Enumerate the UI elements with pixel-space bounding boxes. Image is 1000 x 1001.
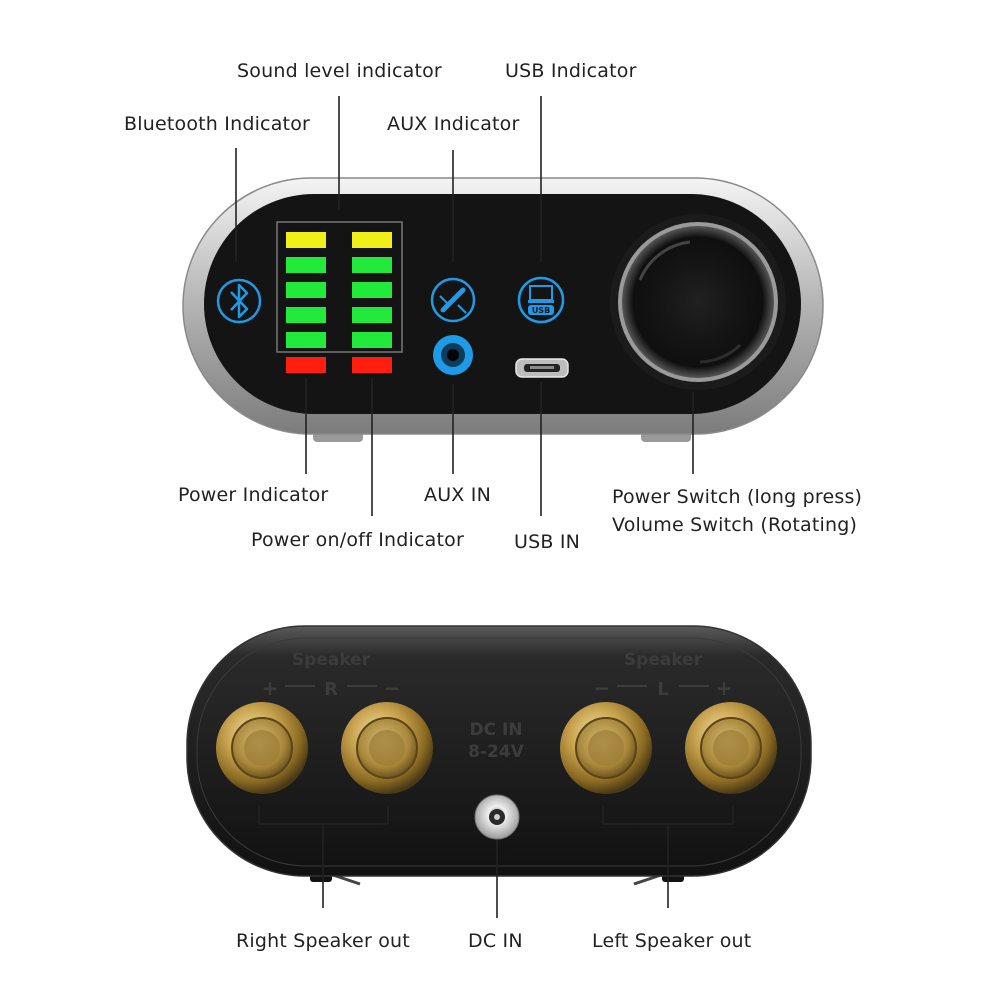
dc-marking-1: DC IN xyxy=(469,720,522,740)
power-indicator-led xyxy=(286,357,326,373)
label-sound-level-indicator: Sound level indicator xyxy=(237,60,442,82)
label-power-onoff-indicator: Power on/off Indicator xyxy=(251,529,464,551)
plus-mark-l: + xyxy=(716,676,733,700)
volume-knob[interactable] xyxy=(610,214,786,390)
left-speaker-minus-terminal[interactable] xyxy=(560,702,652,794)
sound-level-meter-frame xyxy=(276,221,403,353)
aux-indicator-icon xyxy=(430,277,476,323)
right-speaker-plus-terminal[interactable] xyxy=(216,702,308,794)
label-aux-indicator: AUX Indicator xyxy=(387,113,520,135)
usb-indicator-icon: USB xyxy=(517,276,565,324)
channel-l-mark: L xyxy=(657,679,668,700)
right-speaker-minus-terminal[interactable] xyxy=(341,702,433,794)
channel-r-mark: R xyxy=(324,679,338,700)
label-left-speaker-out: Left Speaker out xyxy=(592,930,752,952)
label-power-switch: Power Switch (long press) xyxy=(612,486,863,508)
aux-in-jack[interactable] xyxy=(433,335,473,375)
label-usb-indicator: USB Indicator xyxy=(505,60,637,82)
label-bluetooth-indicator: Bluetooth Indicator xyxy=(124,113,311,135)
label-usb-in: USB IN xyxy=(514,531,581,553)
label-right-speaker-out: Right Speaker out xyxy=(236,930,410,952)
back-embossed-markings: Speaker Speaker + − R − L + DC IN 8-24V xyxy=(262,650,733,762)
minus-mark-l: − xyxy=(594,676,611,700)
back-body xyxy=(186,625,812,877)
label-power-indicator: Power Indicator xyxy=(178,484,329,506)
led-left-2 xyxy=(286,257,326,273)
speaker-group-label-left: Speaker xyxy=(624,650,703,670)
dc-marking-2: 8-24V xyxy=(468,742,525,762)
plus-mark-r: + xyxy=(262,676,279,700)
led-left-1 xyxy=(286,232,326,248)
led-left-4 xyxy=(286,307,326,323)
back-panel: Speaker Speaker + − R − L + DC IN 8-24V xyxy=(186,625,812,886)
back-leader-lines xyxy=(258,806,734,918)
minus-mark-r: − xyxy=(384,676,401,700)
led-left-5 xyxy=(286,332,326,348)
led-right-1 xyxy=(352,232,392,248)
label-dc-in: DC IN xyxy=(468,930,523,952)
usb-badge-text: USB xyxy=(532,306,550,315)
back-inner-bezel xyxy=(196,637,802,867)
dc-in-jack[interactable] xyxy=(474,794,520,840)
led-left-3 xyxy=(286,282,326,298)
speaker-group-label-right: Speaker xyxy=(292,650,371,670)
led-right-5 xyxy=(352,332,392,348)
label-volume-switch: Volume Switch (Rotating) xyxy=(612,514,858,536)
front-panel: USB xyxy=(182,177,824,442)
sound-level-leds xyxy=(286,232,392,348)
power-onoff-indicator-led xyxy=(352,357,392,373)
led-right-3 xyxy=(352,282,392,298)
label-aux-in: AUX IN xyxy=(424,484,491,506)
bluetooth-icon xyxy=(216,278,262,324)
led-right-2 xyxy=(352,257,392,273)
usb-in-port[interactable] xyxy=(515,358,569,378)
left-speaker-plus-terminal[interactable] xyxy=(685,702,777,794)
front-leader-lines xyxy=(235,96,694,516)
led-right-4 xyxy=(352,307,392,323)
